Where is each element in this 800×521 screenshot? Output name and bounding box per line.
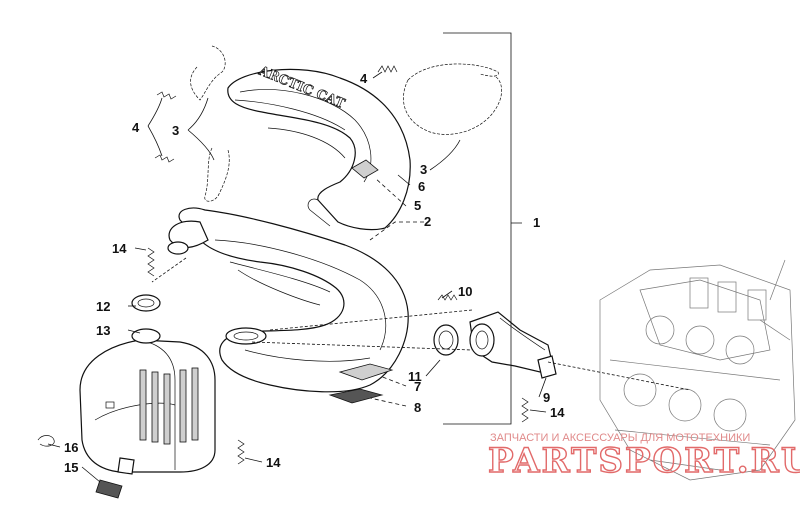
callout-7: 7: [414, 379, 421, 394]
callout-14-right: 14: [550, 405, 565, 420]
expansion-chamber: [167, 207, 409, 393]
spring-chain-lower-left: [204, 147, 230, 202]
muffler-tail-tip: [95, 479, 123, 499]
heat-shield-plate: [351, 159, 379, 179]
engine-illustration: [599, 259, 796, 481]
exhaust-manifold: [469, 311, 557, 379]
watermark: ЗАПЧАСТИ И АКСЕССУАРЫ ДЛЯ МОТОТЕХНИКИ PA…: [487, 432, 800, 482]
spring-chain-upper-left: [190, 45, 226, 101]
watermark-tagline: ЗАПЧАСТИ И АКСЕССУАРЫ ДЛЯ МОТОТЕХНИКИ: [490, 432, 750, 444]
callout-11: 11: [408, 369, 422, 384]
muffler: [79, 328, 216, 475]
callout-4-top: 4: [360, 71, 368, 86]
callout-15: 15: [64, 460, 78, 475]
callout-4-left: 4: [132, 120, 140, 135]
spring-upper-left-b: [154, 154, 175, 163]
callout-13: 13: [96, 323, 110, 338]
callout-6: 6: [418, 179, 425, 194]
gasket-ring-12: [131, 294, 161, 312]
callout-labels: 1 2 3 3 4 4 5 6 7 8 9 10 11 12 13 14 14 …: [64, 71, 565, 475]
spring-loop-right: [403, 63, 502, 135]
callout-10: 10: [458, 284, 472, 299]
callout-3-left: 3: [172, 123, 179, 138]
callout-2: 2: [424, 214, 431, 229]
gasket-ring-11: [433, 324, 459, 356]
callout-12: 12: [96, 299, 110, 314]
callout-14-bottom: 14: [266, 455, 281, 470]
spring-10: [437, 294, 458, 301]
callout-5: 5: [414, 198, 421, 213]
callout-9: 9: [543, 390, 550, 405]
spring-14-muffler: [237, 439, 245, 465]
leader-lines: [47, 32, 691, 483]
spring-14-left: [147, 247, 155, 277]
callout-14-left: 14: [112, 241, 127, 256]
heat-shield: ARCTIC CAT: [227, 63, 411, 231]
callout-3-right: 3: [420, 162, 427, 177]
callout-1: 1: [533, 215, 540, 230]
spring-14-right: [521, 397, 529, 423]
watermark-logo: PARTSPORT.RU: [488, 441, 800, 481]
clip-16: [37, 435, 55, 447]
callout-8: 8: [414, 400, 421, 415]
chamber-clamp: [328, 363, 394, 404]
callout-16: 16: [64, 440, 78, 455]
spring-upper-left-a: [156, 91, 177, 100]
spring-upper-right: [377, 65, 398, 73]
